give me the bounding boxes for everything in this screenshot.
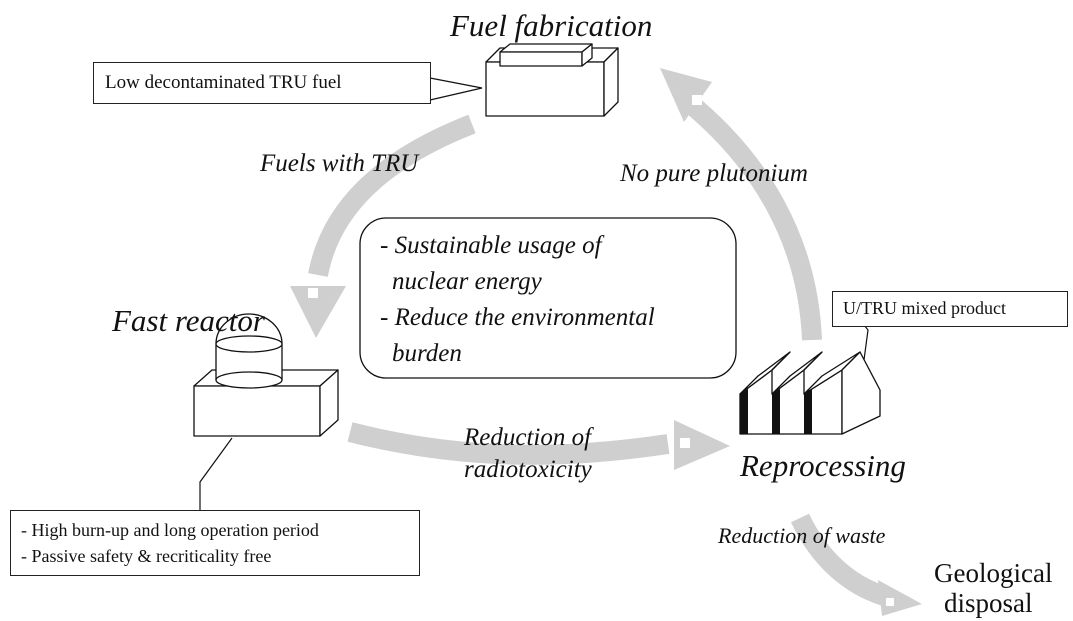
reprocessing-title: Reprocessing (740, 448, 906, 483)
center-line-1: - Sustainable usage of (380, 232, 602, 259)
callout-reactor-line-2: - Passive safety & recriticality free (21, 546, 272, 566)
arrowhead-reduction-of-waste (878, 580, 922, 616)
arrowhead-reduction-radiotoxicity (674, 420, 730, 470)
arrowhead-fuels-with-tru (290, 286, 346, 338)
callout-fuel: Low decontaminated TRU fuel (93, 62, 431, 104)
leader-fuel (429, 77, 483, 101)
geological-disposal-title-line1: Geological (934, 558, 1053, 588)
center-line-3: - Reduce the environmental (380, 304, 655, 331)
arrow-reduction-radiotoxicity (347, 422, 670, 465)
callout-product-text: U/TRU mixed product (843, 298, 1006, 318)
callout-product: U/TRU mixed product (832, 291, 1068, 327)
reprocessing-factory-icon (739, 351, 881, 435)
fuel-fabrication-icon (485, 43, 619, 117)
geological-disposal-title-line2: disposal (944, 588, 1033, 618)
label-reduction-radiotoxicity-2: radiotoxicity (464, 456, 592, 483)
callout-reactor-line-1: - High burn-up and long operation period (21, 520, 319, 540)
fast-reactor-icon (193, 313, 339, 437)
center-summary-box (359, 217, 737, 379)
label-reduction-radiotoxicity-1: Reduction of (464, 424, 592, 451)
label-no-pure-plutonium: No pure plutonium (620, 160, 808, 187)
center-line-4: burden (392, 340, 462, 367)
fast-reactor-title: Fast reactor (112, 303, 265, 338)
arrowhead-no-pure-plutonium (660, 68, 712, 122)
arrow-no-pure-plutonium (679, 92, 822, 341)
callout-fuel-text: Low decontaminated TRU fuel (105, 72, 342, 93)
fuel-fabrication-title: Fuel fabrication (450, 8, 653, 43)
leader-reactor (199, 437, 233, 512)
center-line-2: nuclear energy (392, 268, 542, 295)
arrow-reduction-of-waste (790, 513, 888, 606)
callout-reactor: - High burn-up and long operation period… (10, 510, 420, 576)
arrow-fuels-with-tru (308, 114, 476, 278)
label-fuels-with-tru: Fuels with TRU (260, 150, 419, 177)
label-reduction-of-waste: Reduction of waste (718, 523, 886, 548)
